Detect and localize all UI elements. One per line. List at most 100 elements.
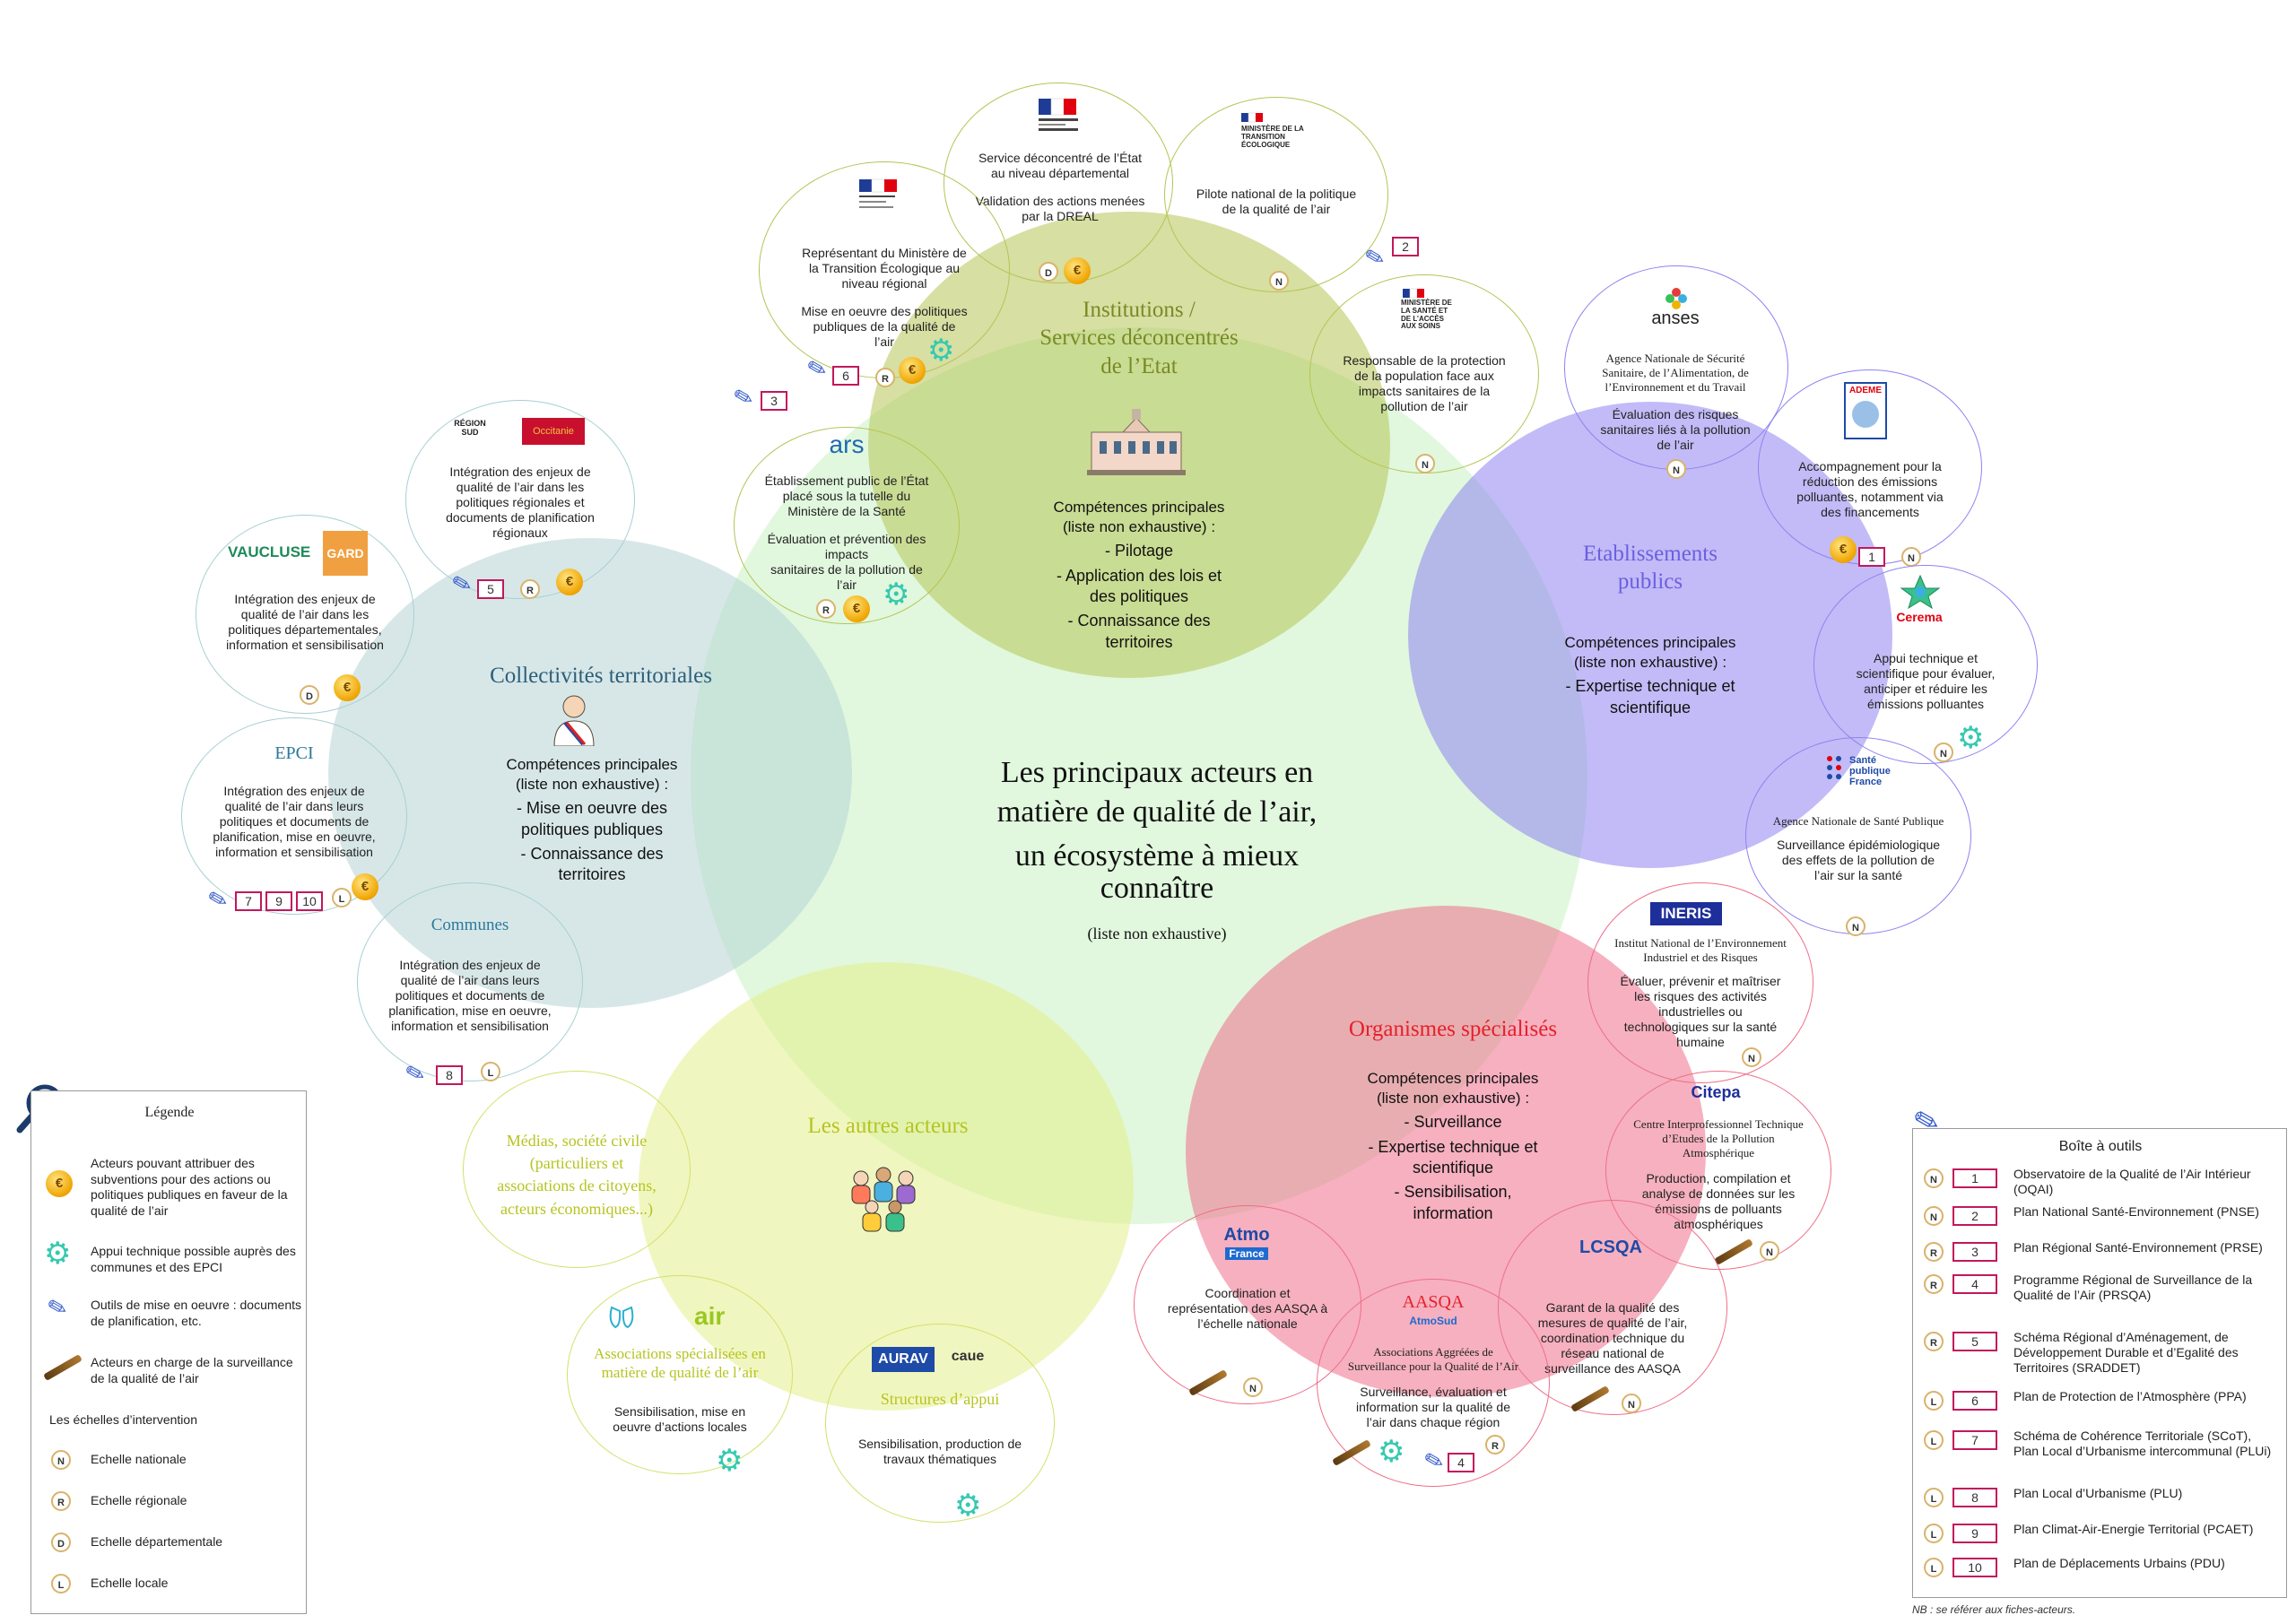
toolbox-item-number[interactable]: 8 [1952, 1488, 1997, 1507]
comp-l1: Compétences principales [506, 756, 678, 773]
t4: les risques des activités [1634, 989, 1767, 1004]
skill-surveillance: - Surveillance [1404, 1113, 1502, 1132]
actor-ars[interactable] [734, 427, 960, 624]
technical-support-gear-icon: ⚙ [883, 578, 910, 612]
spf-text: Surveillance épidémiologique des effets … [1763, 838, 1953, 883]
comp-l2: (liste non exhaustive) : [1573, 654, 1727, 672]
t2: au niveau départemental [990, 166, 1130, 181]
comp-l2: (liste non exhaustive) : [515, 776, 669, 794]
marianne-logo [1241, 112, 1263, 123]
subvention-coin-icon: € [556, 569, 583, 595]
t5: information et sensibilisation [391, 1019, 549, 1034]
t3: Évaluer, prévenir et maîtriser [1620, 974, 1781, 988]
aasqa-text: Surveillance, évaluation et information … [1338, 1385, 1528, 1430]
legend-gear-icon: ⚙ [44, 1237, 72, 1271]
legend-panel: Légende € Acteurs pouvant attribuer des … [30, 1090, 307, 1614]
subvention-coin-icon: € [1064, 257, 1091, 284]
aasqa-desc: Associations Aggréées de Surveillance po… [1329, 1345, 1537, 1374]
toolbox-title: Boîte à outils [2058, 1139, 2143, 1154]
cerema-logo: Cerema [1896, 610, 1943, 624]
atmo-france-text: Coordination et représentation des AASQA… [1152, 1286, 1344, 1332]
tool-number-10[interactable]: 10 [296, 891, 323, 911]
t2: Industriel et des Risques [1643, 950, 1758, 964]
actor-epci[interactable] [181, 717, 407, 915]
legend-scale-n: N [51, 1450, 71, 1470]
institutions-competences: Compétences principales (liste non exhau… [1013, 498, 1265, 653]
center-title-line3: un écosystème à mieux [1014, 839, 1300, 873]
t6: sanitaires de la pollution de [770, 562, 923, 578]
tool-number-7[interactable]: 7 [235, 891, 262, 911]
communes-text: Intégration des enjeux de qualité de l’a… [375, 958, 565, 1034]
t2: de la population face aux [1354, 369, 1494, 384]
t1: Garant de la qualité des [1545, 1300, 1680, 1315]
toolbox-item-number[interactable]: 2 [1952, 1206, 1997, 1226]
toolbox-item-label: Plan Régional Santé-Environnement (PRSE) [2013, 1240, 2263, 1255]
t1: Institut National de l’Environnement [1614, 936, 1787, 950]
toolbox-scale-badge: N [1924, 1206, 1944, 1226]
actor-ministere-te[interactable] [1164, 97, 1388, 292]
people-group-icon [851, 1167, 916, 1232]
caue-logo: caue [951, 1349, 985, 1364]
t5: surveillance des AASQA [1544, 1361, 1681, 1376]
scale-l-badge: L [332, 888, 352, 908]
toolbox-item-number[interactable]: 6 [1952, 1391, 1997, 1411]
t5: information et sensibilisation [215, 845, 373, 860]
subvention-coin-icon: € [1830, 536, 1857, 563]
toolbox-item-label: Programme Régional de Surveillance de la… [2013, 1272, 2253, 1302]
scale-n-badge: N [1243, 1377, 1263, 1397]
tool-number-4[interactable]: 4 [1448, 1453, 1474, 1472]
actor-region[interactable] [405, 400, 635, 599]
actor-associations[interactable] [567, 1275, 793, 1474]
toolbox-item-number[interactable]: 1 [1952, 1168, 1997, 1188]
ars-text: Établissement public de l’État placé sou… [750, 473, 944, 594]
etab-title-l2: publics [1617, 569, 1683, 595]
t6: de l’air [1657, 438, 1694, 453]
actor-structures-appui[interactable] [825, 1324, 1055, 1523]
skill-connaissance: - Connaissance des [520, 844, 664, 863]
tool-number-8[interactable]: 8 [436, 1065, 463, 1085]
tool-number-3[interactable]: 3 [761, 391, 787, 411]
skill-connaissance-b: territoires [558, 865, 626, 884]
t1: Pilote national de la politique [1196, 187, 1357, 201]
actor-departements[interactable] [196, 515, 414, 714]
elected-official-icon [553, 695, 595, 746]
t3: coordination technique du [1540, 1331, 1685, 1346]
epci-title: EPCI [274, 743, 314, 763]
toolbox-item-number[interactable]: 7 [1952, 1430, 1997, 1450]
tool-number-2[interactable]: 2 [1392, 237, 1419, 256]
skill-application-b: des politiques [1089, 586, 1189, 605]
toolbox-item-label: Schéma Régional d’Aménagement, de Dévelo… [2013, 1330, 2239, 1375]
tool-number-1[interactable]: 1 [1858, 547, 1885, 567]
t1: Associations Aggréées de [1373, 1345, 1493, 1359]
center-subtitle: (liste non exhaustive) [1087, 925, 1227, 942]
comp-l1: Compétences principales [1053, 499, 1225, 516]
ministere-sante-text: Responsable de la protection de la popul… [1327, 353, 1521, 414]
region-text: Intégration des enjeux de qualité de l’a… [425, 465, 615, 541]
tool-number-5[interactable]: 5 [477, 579, 504, 599]
skill-expertise-b: scientifique [1412, 1158, 1494, 1177]
actor-medias[interactable] [463, 1071, 691, 1268]
t2: scientifique pour évaluer, [1856, 666, 1996, 682]
t7: l’air [837, 578, 857, 593]
toolbox-item-number[interactable]: 5 [1952, 1332, 1997, 1351]
toolbox-item-number[interactable]: 10 [1952, 1558, 1997, 1577]
departements-text: Intégration des enjeux de qualité de l’a… [215, 592, 395, 653]
ademe-text: Accompagnement pour la réduction des émi… [1776, 459, 1964, 520]
toolbox-item-number[interactable]: 3 [1952, 1242, 1997, 1262]
t2: réduction des émissions [1802, 474, 1938, 490]
ministere-te-text: Pilote national de la politique de la qu… [1182, 187, 1370, 217]
t2: Surveillance épidémiologique [1776, 838, 1941, 852]
etablissements-competences: Compétences principales (liste non exhau… [1534, 633, 1767, 718]
toolbox-item-number[interactable]: 4 [1952, 1274, 1997, 1294]
toolbox-item-number[interactable]: 9 [1952, 1524, 1997, 1543]
toolbox-item-label: Plan de Déplacements Urbains (PDU) [2013, 1556, 2225, 1570]
t5: l’air dans chaque région [1366, 1415, 1500, 1430]
legend-scale-l-label: Echelle locale [91, 1576, 169, 1590]
actor-aasqa[interactable] [1317, 1279, 1550, 1487]
t1: Établissement public de l’État [764, 473, 929, 488]
tool-number-9[interactable]: 9 [265, 891, 292, 911]
actor-communes[interactable] [357, 882, 583, 1081]
cerema-text: Appui technique et scientifique pour éva… [1833, 651, 2018, 712]
tool-number-6[interactable]: 6 [832, 366, 859, 386]
